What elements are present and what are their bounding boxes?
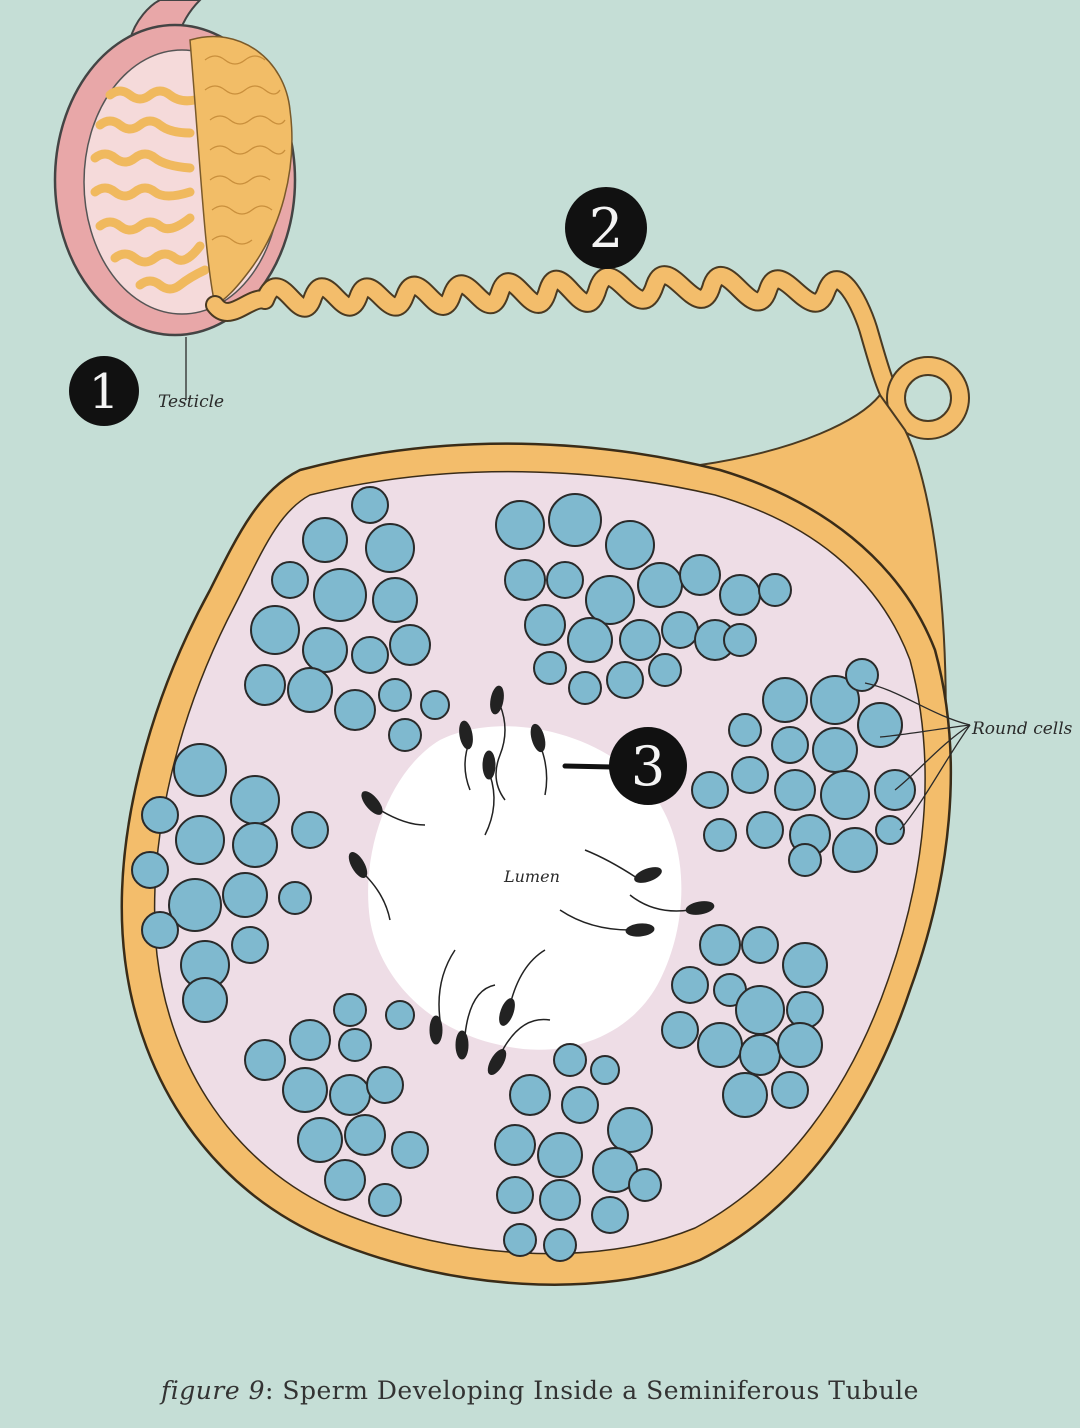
marker-3: 3 xyxy=(609,727,687,805)
round-cells-label: Round cells xyxy=(971,719,1073,739)
caption-title: Sperm Developing Inside a Seminiferous T… xyxy=(282,1376,919,1405)
marker-3-number: 3 xyxy=(631,735,665,798)
testicle xyxy=(53,0,297,337)
sperm-cells xyxy=(348,685,715,1075)
lumen xyxy=(368,726,682,1050)
lumen-label: Lumen xyxy=(503,867,560,886)
marker-1: 1 xyxy=(69,356,139,426)
epididymis-coils xyxy=(204,55,286,245)
cell-clusters xyxy=(131,486,916,1262)
marker-2-number: 2 xyxy=(589,197,623,260)
marker-1-number: 1 xyxy=(89,364,120,420)
marker-2: 2 xyxy=(565,187,647,269)
figure-caption: figure 9: Sperm Developing Inside a Semi… xyxy=(0,1376,1080,1405)
caption-figure-number: figure 9 xyxy=(161,1376,265,1405)
caption-separator: : xyxy=(264,1376,283,1405)
testicle-lobules xyxy=(90,86,210,294)
testicle-label: Testicle xyxy=(158,392,224,412)
round-cells-pointers xyxy=(864,682,971,831)
marker-3-connector xyxy=(562,763,615,770)
